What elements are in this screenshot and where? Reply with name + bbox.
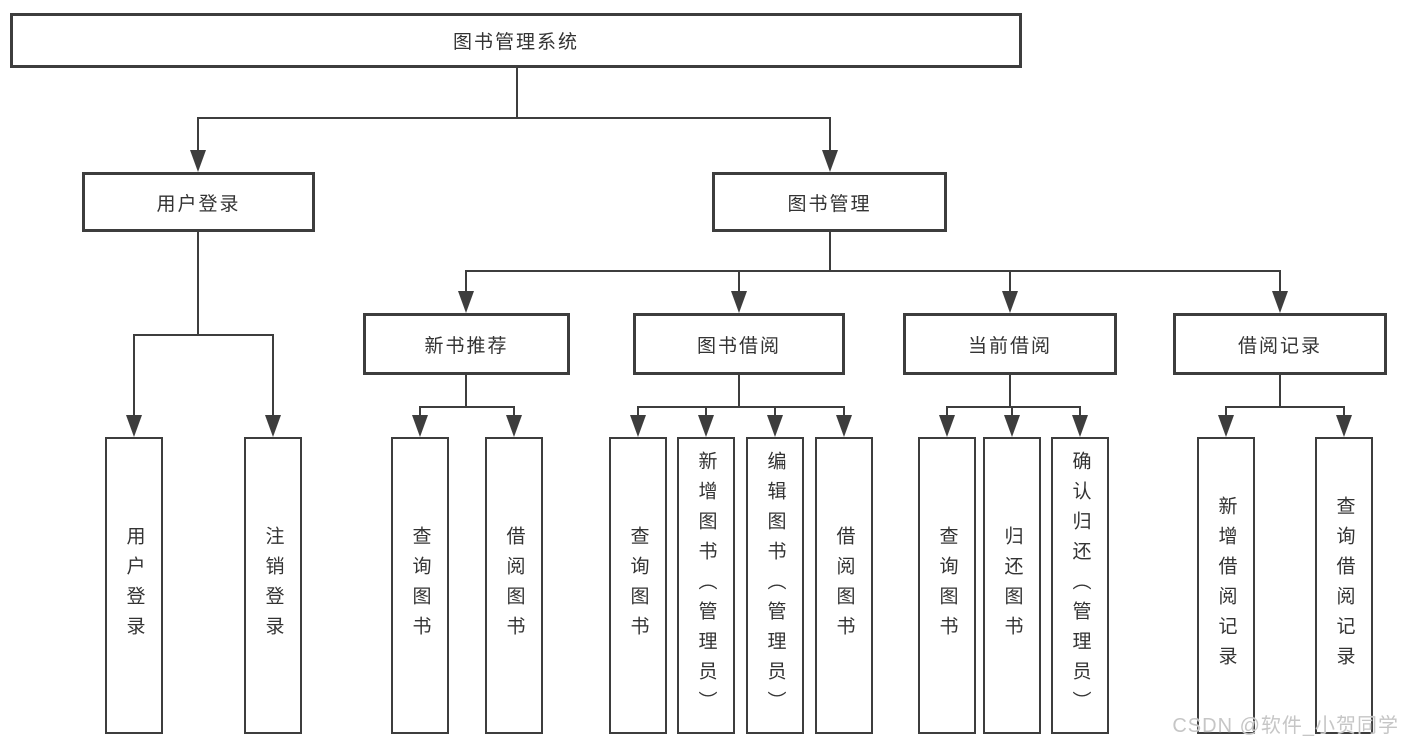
arrow-down-icon [1002,291,1018,313]
arrow-down-icon [1072,415,1088,437]
node-book-management: 图书管理 [712,172,947,232]
leaf-label: 查询图书 [627,525,649,646]
arrow-down-icon [458,291,474,313]
leaf-label: 借阅图书 [833,525,855,646]
arrow-down-icon [822,150,838,172]
arrow-down-icon [412,415,428,437]
leaf-current-query-books: 查询图书 [918,437,976,734]
connector-record-children [1225,375,1345,417]
leaf-label: 新增借阅记录 [1215,495,1237,676]
connector-current-children [946,375,1081,417]
arrow-down-icon [939,415,955,437]
connector-book-management-children [465,232,1281,293]
leaf-label: 编辑图书（管理员） [764,450,786,721]
leaf-logout: 注销登录 [244,437,302,734]
leaf-borrow-edit-books-admin: 编辑图书（管理员） [746,437,804,734]
arrow-down-icon [1004,415,1020,437]
arrow-down-icon [767,415,783,437]
arrow-down-icon [506,415,522,437]
leaf-borrow-borrow-books: 借阅图书 [815,437,873,734]
node-borrow-record: 借阅记录 [1173,313,1387,375]
leaf-label: 确认归还（管理员） [1069,450,1091,721]
node-new-book-recommend: 新书推荐 [363,313,570,375]
arrow-down-icon [126,415,142,437]
arrow-down-icon [731,291,747,313]
node-book-borrow: 图书借阅 [633,313,845,375]
leaf-borrow-query-books: 查询图书 [609,437,667,734]
leaf-newbook-borrow-books: 借阅图书 [485,437,543,734]
leaf-label: 用户登录 [123,525,145,646]
arrow-down-icon [190,150,206,172]
leaf-record-query: 查询借阅记录 [1315,437,1373,734]
csdn-watermark: CSDN @软件_小贺同学 [1172,715,1399,737]
leaf-label: 注销登录 [262,525,284,646]
leaf-label: 查询图书 [409,525,431,646]
connector-user-login-children [133,232,274,417]
arrowheads [126,150,1352,437]
leaf-label: 借阅图书 [503,525,525,646]
node-current-borrow: 当前借阅 [903,313,1117,375]
arrow-down-icon [836,415,852,437]
connector-borrow-children [637,375,845,417]
leaf-label: 查询图书 [936,525,958,646]
leaf-user-login: 用户登录 [105,437,163,734]
arrow-down-icon [265,415,281,437]
leaf-current-return-books: 归还图书 [983,437,1041,734]
arrow-down-icon [1218,415,1234,437]
leaf-newbook-query-books: 查询图书 [391,437,449,734]
arrow-down-icon [630,415,646,437]
node-user-login: 用户登录 [82,172,315,232]
leaf-label: 归还图书 [1001,525,1023,646]
leaf-label: 新增图书（管理员） [695,450,717,721]
connector-newbook-children [419,375,515,417]
arrow-down-icon [1272,291,1288,313]
node-root-system: 图书管理系统 [10,13,1022,68]
leaf-record-add: 新增借阅记录 [1197,437,1255,734]
leaf-label: 查询借阅记录 [1333,495,1355,676]
leaf-borrow-add-books-admin: 新增图书（管理员） [677,437,735,734]
arrow-down-icon [1336,415,1352,437]
connector-root-to-level2 [197,68,831,152]
arrow-down-icon [698,415,714,437]
leaf-current-confirm-return-admin: 确认归还（管理员） [1051,437,1109,734]
